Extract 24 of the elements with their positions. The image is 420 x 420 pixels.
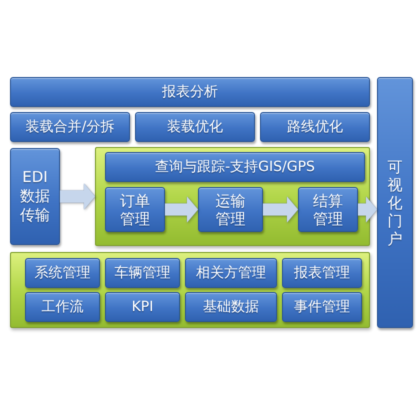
- module-box: 报表分析: [10, 77, 370, 107]
- module-box: 装载合并/分拆: [10, 112, 130, 142]
- module-box: 路线优化: [260, 112, 370, 142]
- module-box: 工作流: [25, 292, 100, 322]
- module-box: 结算管理: [298, 187, 358, 232]
- block-arrow: [263, 196, 298, 222]
- module-box: KPI: [105, 292, 180, 322]
- module-box: 相关方管理: [185, 258, 277, 288]
- module-box: 车辆管理: [105, 258, 180, 288]
- module-box: 报表管理: [282, 258, 362, 288]
- group-panel: [95, 147, 370, 246]
- module-box: 可视化门户: [377, 77, 413, 328]
- block-arrow: [60, 184, 95, 210]
- module-box: EDI数据传输: [10, 148, 60, 245]
- module-box: 事件管理: [282, 292, 362, 322]
- module-box: 系统管理: [25, 258, 100, 288]
- module-box: 查询与跟踪-支持GIS/GPS: [105, 152, 365, 182]
- module-box: 订单管理: [105, 187, 165, 232]
- block-arrow: [165, 196, 198, 222]
- module-box: 基础数据: [185, 292, 277, 322]
- block-arrow: [358, 196, 377, 222]
- module-box: 装载优化: [135, 112, 255, 142]
- group-panel: [10, 252, 370, 328]
- module-box: 运输管理: [198, 187, 263, 232]
